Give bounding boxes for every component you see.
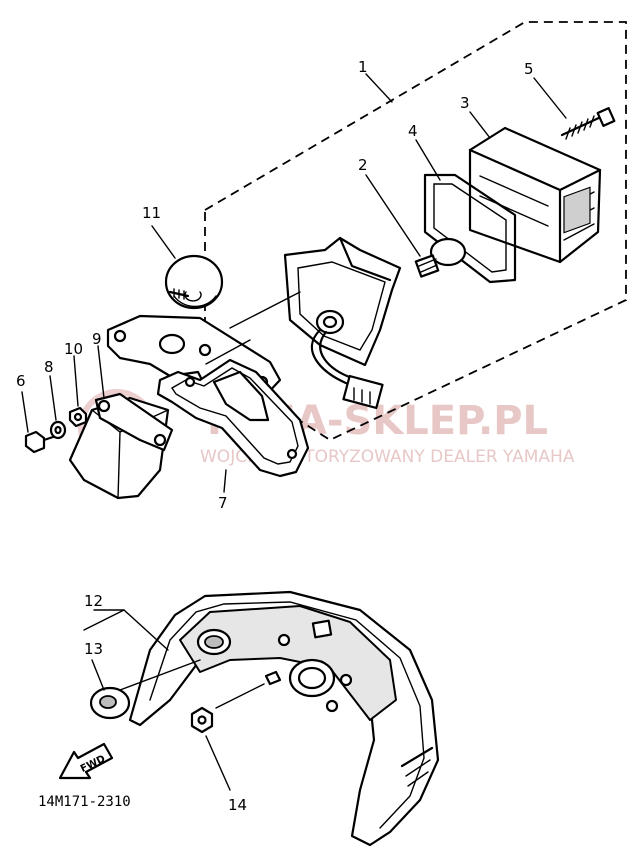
part-12-rear-cover: [128, 590, 440, 847]
part-4-gasket: [423, 173, 517, 284]
callout-12: 12: [84, 592, 103, 610]
part-13-grommet: [89, 686, 131, 720]
part-base-plate: [283, 236, 402, 410]
callout-10: 10: [64, 340, 83, 358]
part-11-damper: [164, 254, 224, 310]
callout-5: 5: [524, 60, 534, 78]
leader-lines-bottom: [83, 609, 265, 791]
callout-13: 13: [84, 640, 103, 658]
callout-9: 9: [92, 330, 102, 348]
fwd-arrow-icon: FWD: [58, 742, 114, 780]
callout-labels: 1 2 3 4 5 6 7 8 9 10 11 12 13 14: [16, 58, 534, 814]
callout-8: 8: [44, 358, 54, 376]
callout-1: 1: [358, 58, 368, 76]
callout-4: 4: [408, 122, 418, 140]
part-8-washer: [49, 420, 67, 440]
callout-3: 3: [460, 94, 470, 112]
part-14-nut: [190, 706, 214, 734]
part-7-license-bracket: [156, 358, 310, 478]
reflector-block: [68, 392, 174, 500]
part-2-bulb: [414, 237, 467, 278]
leader-lines-top: [21, 73, 567, 493]
callout-6: 6: [16, 372, 26, 390]
callout-14: 14: [228, 796, 247, 814]
assembly-boundary: [204, 21, 627, 442]
callout-2: 2: [358, 156, 368, 174]
part-10-nut: [68, 406, 88, 428]
callout-7: 7: [218, 494, 228, 512]
part-5-screw: [560, 107, 616, 140]
part-3-lens: [468, 126, 602, 264]
callout-11: 11: [142, 204, 161, 222]
drawing-part-number: 14M171-2310: [38, 794, 131, 810]
